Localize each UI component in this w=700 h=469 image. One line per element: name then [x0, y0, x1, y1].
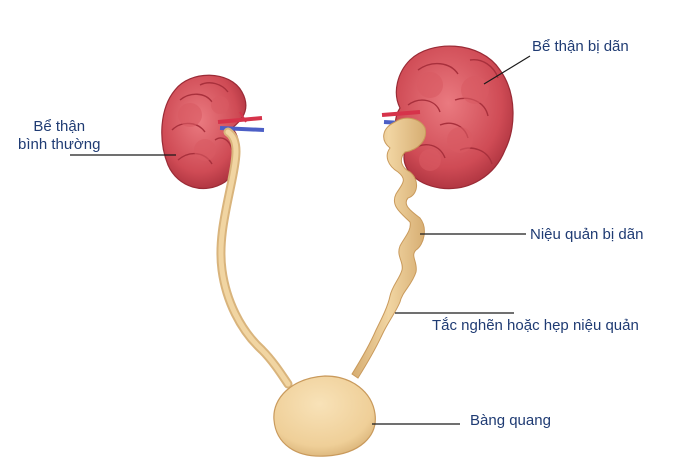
label-normal-pelvis-line2: bình thường [18, 136, 101, 153]
bladder [273, 375, 376, 457]
normal-ureter [216, 127, 293, 389]
label-normal-pelvis-line1: Bể thận [33, 118, 86, 135]
leader-line-dilated-pelvis [483, 55, 531, 85]
leader-lines [70, 55, 531, 425]
dilated-ureter [351, 117, 427, 379]
label-obstruction: Tắc nghẽn hoặc hẹp niệu quản [432, 317, 639, 334]
dilated-kidney [394, 45, 514, 190]
label-dilated-ureter: Niệu quản bị dãn [530, 226, 644, 243]
label-bladder: Bàng quang [470, 412, 551, 429]
normal-ureter-highlight [218, 129, 291, 387]
label-dilated-pelvis: Bể thận bị dãn [532, 38, 629, 55]
label-normal-pelvis: Bể thận bình thường [18, 118, 100, 154]
